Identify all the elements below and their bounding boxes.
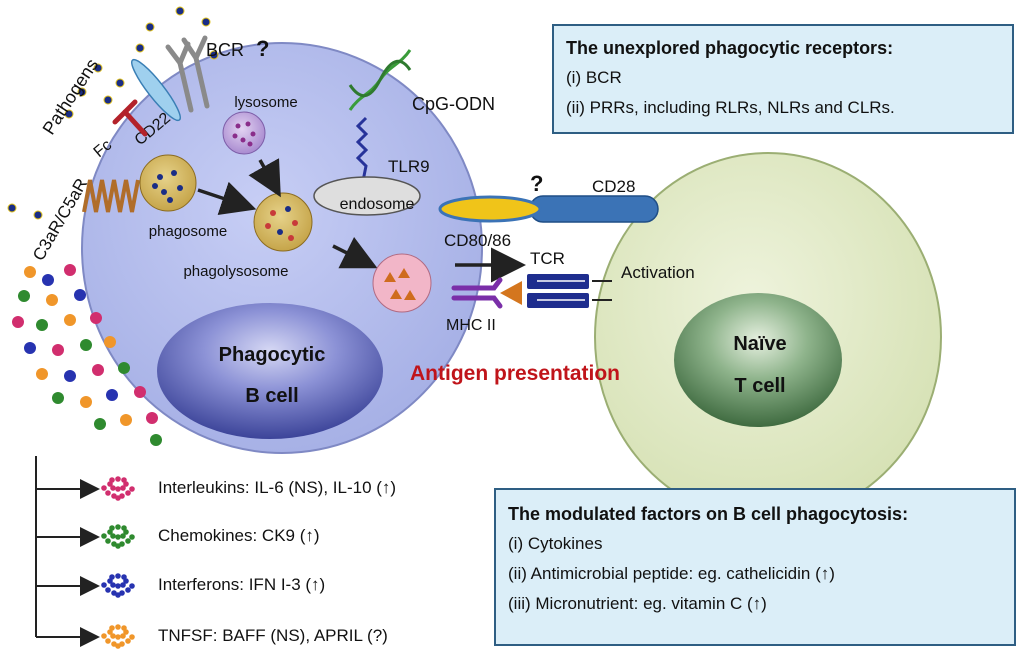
pathogen-particles — [7, 6, 219, 220]
mhc-ii-molecule — [451, 277, 503, 309]
cytokine-label-tnfsf: TNFSF: BAFF (NS), APRIL (?) — [158, 626, 388, 645]
cpg-odn-label: CpG-ODN — [412, 94, 495, 114]
t-cell-label-1: Naïve — [733, 333, 786, 355]
bcr-question-mark: ? — [256, 36, 269, 61]
unexplored-item-prrs: (ii) PRRs, including RLRs, NLRs and CLRs… — [566, 98, 895, 117]
modulated-box-title: The modulated factors on B cell phagocyt… — [508, 504, 909, 524]
b-cell-label-2: B cell — [245, 385, 298, 407]
tcr-label: TCR — [530, 249, 565, 268]
tlr9-receptor — [355, 116, 369, 187]
cd28-label: CD28 — [592, 177, 635, 196]
cytokine-label-chemokines: Chemokines: CK9 (↑) — [158, 526, 320, 545]
lysosome — [222, 111, 266, 155]
antigen-fragments — [384, 268, 416, 300]
b-cell-label-1: Phagocytic — [219, 344, 326, 366]
phagolysosome-contents — [265, 206, 298, 241]
phagolysosome-label: phagolysosome — [183, 263, 288, 280]
activation-label: Activation — [621, 263, 695, 282]
mhc-ii-label: MHC II — [446, 317, 496, 334]
unexplored-box-title: The unexplored phagocytic receptors: — [566, 38, 894, 58]
presented-antigen — [500, 281, 522, 305]
naive-t-cell: Naïve T cell — [594, 152, 942, 522]
unexplored-item-bcr: (i) BCR — [566, 68, 622, 87]
t-cell-label-2: T cell — [734, 375, 785, 397]
fc-receptor — [112, 99, 148, 137]
cytokine-branch-lines — [35, 456, 100, 647]
lysosome-granules — [232, 121, 256, 147]
modulated-item-cytokines: (i) Cytokines — [508, 534, 603, 553]
secreted-cytokine-particles — [12, 264, 162, 446]
cd80-86-receptor — [438, 195, 542, 223]
cpg-odn-dna — [348, 49, 412, 111]
bcr-label: BCR — [206, 40, 244, 60]
cytokine-cluster-icon — [101, 476, 135, 501]
phagosome-label: phagosome — [149, 223, 227, 240]
cytokine-cluster-icon — [101, 524, 135, 549]
antigen-presentation-label: Antigen presentation — [410, 362, 620, 385]
tcr-receptor — [527, 274, 612, 308]
cytokine-cluster-icon — [101, 573, 135, 598]
bcr-receptor — [165, 35, 210, 113]
modulated-item-antimicrobial: (ii) Antimicrobial peptide: eg. cathelic… — [508, 564, 835, 583]
lysosome-label: lysosome — [234, 94, 297, 111]
cd80-86-label: CD80/86 — [444, 231, 511, 250]
tlr9-label: TLR9 — [388, 157, 430, 176]
pathogens-label: Pathogens — [39, 55, 103, 138]
antigen-vesicle — [372, 253, 432, 313]
cytokine-label-interleukins: Interleukins: IL-6 (NS), IL-10 (↑) — [158, 478, 397, 497]
t-cell-nucleus — [674, 293, 842, 427]
modulated-item-micronutrient: (iii) Micronutrient: eg. vitamin C (↑) — [508, 594, 767, 613]
pathway-arrows — [197, 158, 526, 283]
endosome-label: endosome — [340, 196, 415, 213]
phagosome — [139, 154, 197, 212]
endosome — [313, 176, 421, 216]
cytokine-label-interferons: Interferons: IFN I-3 (↑) — [158, 575, 326, 594]
phagosome-contents — [152, 170, 183, 203]
cytokine-cluster-icon — [101, 624, 135, 649]
cd28-receptor — [529, 195, 659, 223]
cd22-receptor — [131, 58, 181, 122]
phagolysosome — [253, 192, 313, 252]
b-cell-nucleus — [157, 303, 383, 439]
modulated-factors-box: The modulated factors on B cell phagocyt… — [494, 488, 1016, 646]
unexplored-receptors-box: The unexplored phagocytic receptors: (i)… — [552, 24, 1014, 134]
c3ar-c5ar-receptor — [82, 179, 140, 213]
cd-question-mark: ? — [530, 171, 543, 196]
